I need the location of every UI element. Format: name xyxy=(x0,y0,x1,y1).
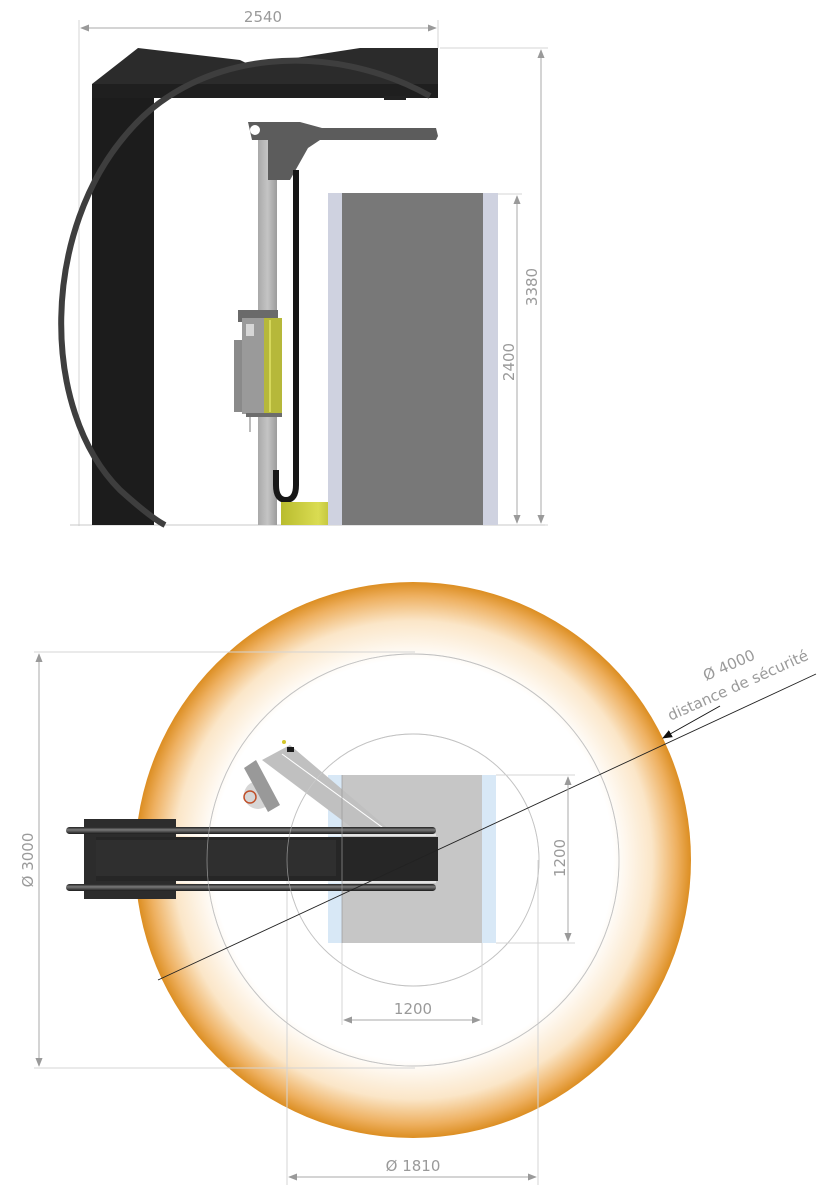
base-plate xyxy=(281,502,343,525)
width-dimension: 2540 xyxy=(78,8,439,526)
side-load xyxy=(328,193,498,525)
inner-diameter-label: Ø 1810 xyxy=(386,1157,441,1175)
rotating-ring xyxy=(58,57,432,528)
load-width-dimension: 1200 xyxy=(343,1000,481,1024)
top-carriage-arm xyxy=(243,740,390,831)
inner-diameter-dimension: Ø 1810 xyxy=(288,1157,537,1181)
load-height-dimension: 2400 xyxy=(498,193,522,524)
top-frame-beam xyxy=(66,819,438,899)
width-dim-label: 2540 xyxy=(244,8,282,26)
total-height-dim-label: 3380 xyxy=(523,268,541,306)
film-carriage xyxy=(234,310,282,432)
safety-label-group: Ø 4000 distance de sécurité xyxy=(665,646,811,725)
top-view: Ø 4000 distance de sécurité Ø 3000 1200 … xyxy=(19,582,817,1185)
load-depth-dimension: 1200 xyxy=(551,776,572,942)
load-width-label: 1200 xyxy=(394,1000,432,1018)
load-height-dim-label: 2400 xyxy=(500,343,518,381)
side-view: 2540 3380 2400 xyxy=(58,8,548,528)
outer-diameter-label: Ø 3000 xyxy=(19,833,37,888)
safety-leader-line xyxy=(157,673,817,981)
load-depth-label: 1200 xyxy=(551,839,569,877)
outer-diameter-dimension: Ø 3000 xyxy=(19,653,43,1067)
